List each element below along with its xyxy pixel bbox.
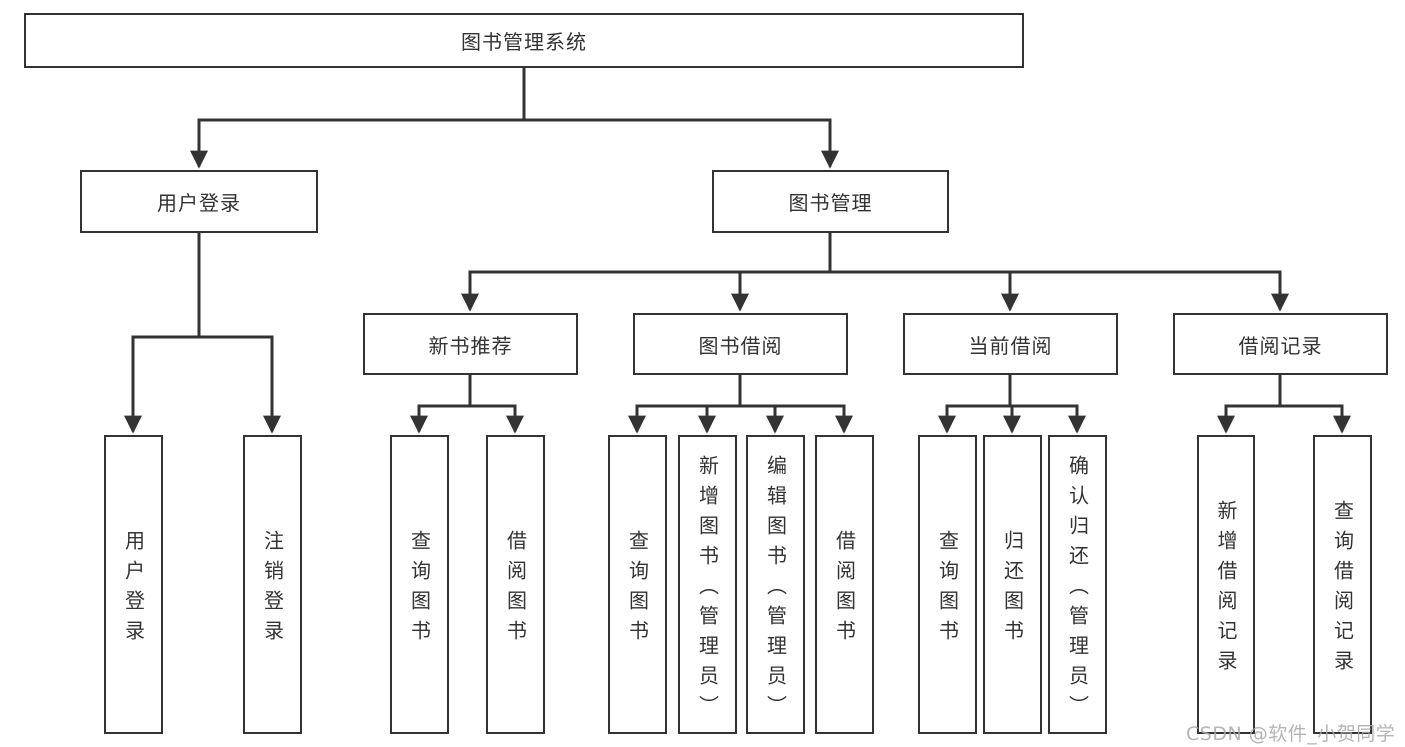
node-borrow-records: 借阅记录: [1173, 313, 1388, 375]
node-leaf-query-books-current: 查询图书: [918, 435, 977, 734]
node-label: 借阅记录: [1238, 333, 1323, 358]
node-leaf-add-book-admin: 新增图书（管理员）: [678, 435, 737, 734]
node-label: 查询图书: [625, 529, 650, 650]
node-label: 用户登录: [121, 529, 146, 650]
node-current-borrow: 当前借阅: [903, 313, 1118, 375]
node-leaf-confirm-return-admin: 确认归还（管理员）: [1048, 435, 1107, 734]
node-book-management: 图书管理: [712, 170, 949, 233]
node-leaf-edit-book-admin: 编辑图书（管理员）: [746, 435, 805, 734]
node-leaf-query-books-borrow: 查询图书: [608, 435, 667, 734]
node-user-login: 用户登录: [80, 170, 318, 233]
node-label: 借阅图书: [503, 529, 528, 650]
node-book-borrow: 图书借阅: [633, 313, 848, 375]
node-label: 新增借阅记录: [1214, 499, 1238, 680]
node-leaf-borrow-books: 借阅图书: [815, 435, 874, 734]
node-leaf-return-book: 归还图书: [983, 435, 1042, 734]
node-leaf-borrow-books-recommend: 借阅图书: [486, 435, 545, 734]
node-label: 图书借阅: [698, 333, 783, 358]
node-label: 借阅图书: [832, 529, 857, 650]
node-leaf-query-books-recommend: 查询图书: [390, 435, 449, 734]
node-new-book-recommend: 新书推荐: [363, 313, 578, 375]
node-label: 图书管理: [788, 191, 873, 215]
node-library-management-system: 图书管理系统: [24, 13, 1024, 68]
node-label: 用户登录: [157, 191, 241, 215]
node-leaf-logout: 注销登录: [243, 435, 302, 734]
node-label: 查询图书: [407, 529, 432, 650]
node-label: 图书管理系统: [461, 30, 587, 54]
node-label: 新增图书（管理员）: [695, 454, 720, 725]
node-label: 编辑图书（管理员）: [763, 454, 788, 725]
node-leaf-user-login: 用户登录: [104, 435, 163, 734]
node-label: 注销登录: [260, 529, 285, 650]
node-leaf-add-borrow-record: 新增借阅记录: [1197, 435, 1255, 734]
node-label: 新书推荐: [428, 333, 513, 358]
node-label: 归还图书: [1000, 529, 1025, 650]
node-label: 查询图书: [935, 529, 960, 650]
node-label: 确认归还（管理员）: [1065, 454, 1090, 725]
node-label: 查询借阅记录: [1330, 499, 1355, 680]
csdn-watermark: CSDN @软件_小贺同学: [1186, 723, 1396, 745]
node-leaf-query-borrow-record: 查询借阅记录: [1313, 435, 1372, 734]
node-label: 当前借阅: [968, 333, 1053, 358]
